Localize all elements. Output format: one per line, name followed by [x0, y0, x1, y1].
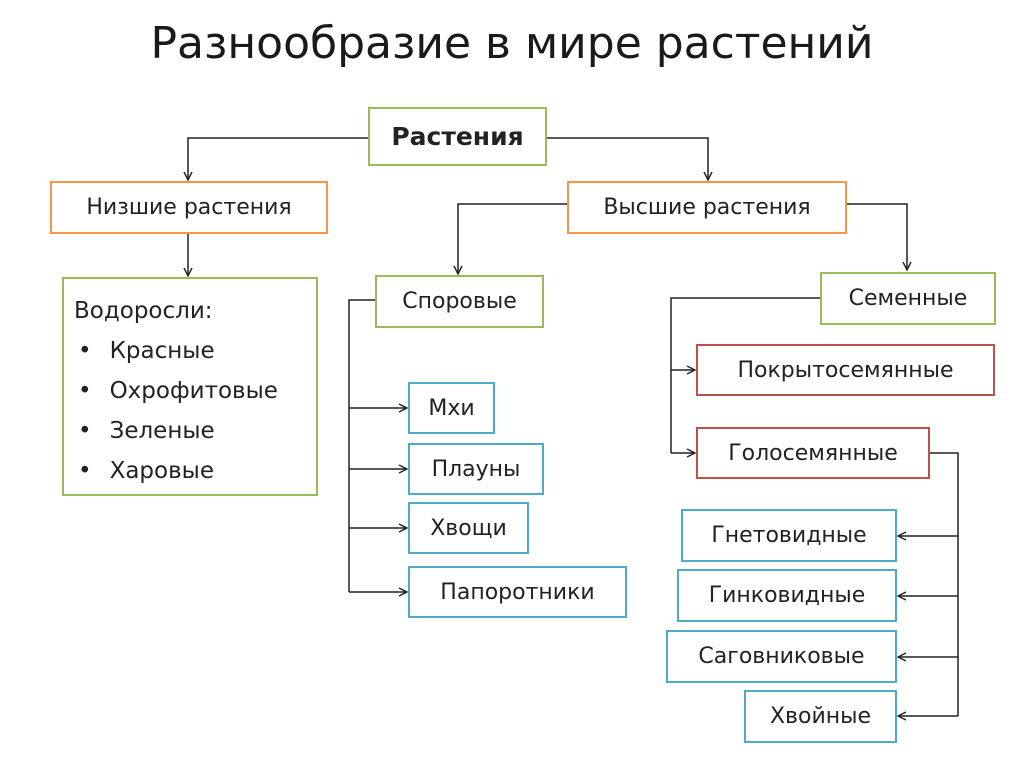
- page-title: Разнообразие в мире растений: [150, 18, 874, 69]
- algae-node: Водоросли: Красные Охрофитовые Зеленые Х…: [62, 277, 318, 496]
- spore-item: Плауны: [408, 443, 544, 495]
- gymno-item: Гинковидные: [677, 569, 897, 622]
- lower-plants-node: Низшие растения: [50, 181, 328, 234]
- gymno-item: Хвойные: [744, 690, 897, 743]
- angiosperms-node: Покрытосемянные: [696, 344, 995, 396]
- higher-plants-node: Высшие растения: [567, 181, 847, 234]
- root-node: Растения: [368, 107, 547, 166]
- algae-item: Красные: [74, 331, 215, 371]
- spore-item: Хвощи: [408, 502, 529, 554]
- algae-item: Харовые: [74, 451, 214, 491]
- gymnosperms-node: Голосемянные: [696, 427, 930, 479]
- algae-heading: Водоросли:: [74, 298, 213, 324]
- seed-plants-node: Семенные: [820, 272, 996, 325]
- gymno-item: Саговниковые: [666, 630, 897, 683]
- spore-item: Папоротники: [408, 566, 627, 618]
- algae-item: Охрофитовые: [74, 371, 278, 411]
- spore-item: Мхи: [408, 382, 495, 434]
- spore-plants-node: Споровые: [375, 275, 544, 328]
- algae-item: Зеленые: [74, 411, 215, 451]
- gymno-item: Гнетовидные: [681, 509, 897, 562]
